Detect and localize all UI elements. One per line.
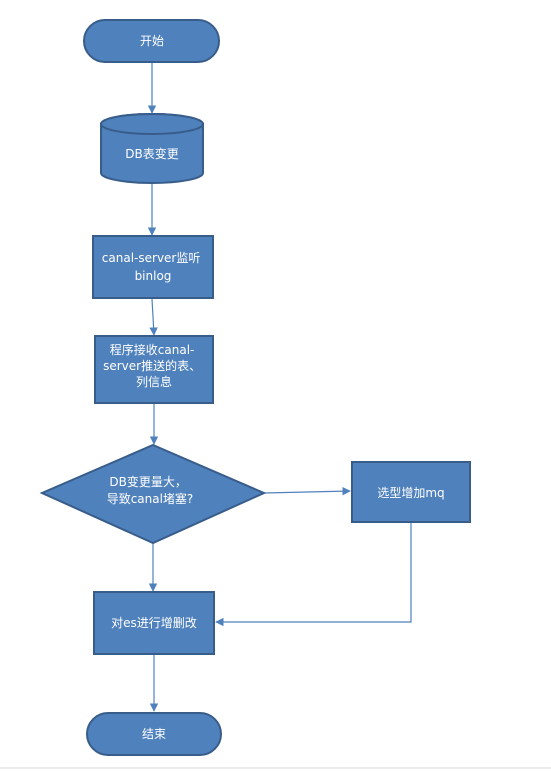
receive-label-line3: 列信息 (136, 374, 172, 389)
receive-label-line1: 程序接收canal- (110, 342, 195, 357)
end-node: 结束 (86, 712, 222, 756)
svg-text:DB表变更: DB表变更 (125, 146, 178, 161)
add-mq-node: 选型增加mq (351, 461, 471, 523)
svg-text:canal-server监听 binlog: canal-server监听 binlog (102, 251, 204, 283)
svg-text:程序接收canal- server推送的表、: 程序接收canal- server推送的表、 列信息 (103, 342, 205, 389)
decision-node: DB变更量大， 导致canal堵塞? (39, 443, 267, 545)
receive-node: 程序接收canal- server推送的表、 列信息 (94, 335, 214, 404)
db-change-label: DB表变更 (125, 146, 178, 161)
db-change-node: DB表变更 (100, 113, 204, 184)
arrow-mq-to-es (215, 522, 412, 627)
arrow-decision-to-mq (263, 486, 351, 496)
decision-label-line2: 导致canal堵塞? (107, 491, 194, 506)
svg-text:选型增加mq: 选型增加mq (377, 486, 444, 500)
end-label: 结束 (142, 727, 166, 741)
receive-label-line2: server推送的表、 (103, 358, 201, 373)
canal-listen-label-line1: canal-server监听 (102, 251, 201, 265)
start-node: 开始 (83, 19, 220, 63)
es-crud-node: 对es进行增删改 (93, 591, 215, 655)
add-mq-label: 选型增加mq (377, 486, 444, 500)
svg-text:结束: 结束 (142, 727, 166, 741)
svg-text:开始: 开始 (140, 34, 164, 48)
arrow-canal-to-receive (149, 298, 158, 336)
es-crud-label: 对es进行增删改 (111, 616, 197, 630)
start-label: 开始 (140, 34, 164, 48)
canal-listen-label-line2: binlog (135, 269, 172, 283)
svg-text:对es进行增删改: 对es进行增删改 (111, 616, 197, 630)
svg-text:DB变更量大， 导致canal堵塞?: DB变更量大， 导致canal堵塞? (107, 474, 194, 506)
decision-label-line1: DB变更量大， (109, 474, 186, 489)
canal-listen-node: canal-server监听 binlog (92, 235, 214, 299)
